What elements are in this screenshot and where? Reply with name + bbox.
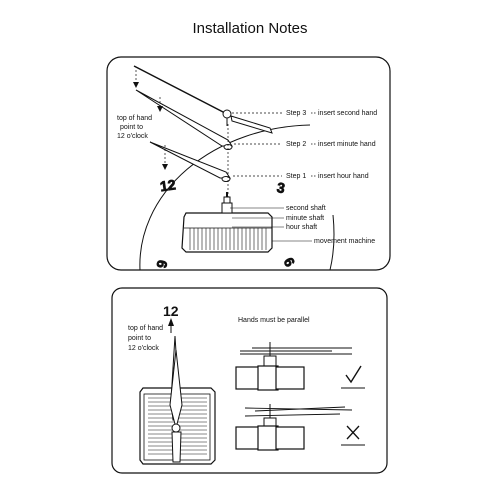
movement-machine-ribs <box>189 228 267 250</box>
second-hand-tail <box>230 115 273 134</box>
second-shaft <box>226 192 228 197</box>
top-of-hand-note: top of hand point to 12 o'clock <box>117 115 154 140</box>
second-shaft-label: second shaft <box>286 205 326 212</box>
step-1-action: insert hour hand <box>318 173 369 180</box>
guide-arrow-head <box>133 82 139 88</box>
step-3-label: Step 3 <box>286 110 306 117</box>
check-mark-icon <box>345 365 362 384</box>
correct-collar <box>263 355 277 367</box>
dial-number-9: 9 <box>153 259 170 270</box>
dial-number-3: 3 <box>276 179 287 196</box>
top-panel-frame <box>106 56 391 271</box>
movement-machine-box <box>181 212 273 253</box>
hour-hand-hub <box>221 176 231 182</box>
page-title: Installation Notes <box>192 20 308 37</box>
wrong-body-mid <box>257 425 279 451</box>
correct-body-right <box>275 366 305 390</box>
step-2-label: Step 2 <box>286 141 306 148</box>
dial-number-6: 6 <box>281 255 299 270</box>
clock-dial-arc <box>139 124 311 271</box>
wrong-hand-line-2 <box>254 406 346 412</box>
minute-shaft-label: minute shaft <box>286 215 324 222</box>
hour-hand <box>149 141 231 179</box>
minute-shaft <box>223 196 231 204</box>
correct-body-mid <box>257 365 279 391</box>
parallel-note: Hands must be parallel <box>238 317 310 324</box>
movement-machine-label: movement machine <box>314 238 375 245</box>
up-arrow-icon <box>168 318 174 326</box>
second-hand <box>133 65 226 114</box>
clock-dial-arc-right <box>329 214 335 271</box>
step-3-action: insert second hand <box>318 110 377 117</box>
guide-arrow-head <box>157 106 163 112</box>
bottom-number-12: 12 <box>163 303 179 319</box>
bottom-panel-frame <box>111 287 388 474</box>
guide-arrow-head <box>162 164 168 170</box>
step-2-action: insert minute hand <box>318 141 376 148</box>
cross-mark-icon <box>346 425 360 440</box>
wrong-hand-line-3 <box>244 413 341 417</box>
second-hand-hub <box>222 109 232 119</box>
wrong-body-right <box>275 426 305 450</box>
bottom-top-of-hand-note: top of hand point to 12 o'clock <box>128 325 165 352</box>
step-1-label: Step 1 <box>286 173 306 180</box>
bottom-hand-tail <box>171 431 182 463</box>
dial-number-12: 12 <box>159 176 177 194</box>
bottom-hand-hub <box>171 423 181 433</box>
hour-shaft-label: hour shaft <box>286 224 317 231</box>
